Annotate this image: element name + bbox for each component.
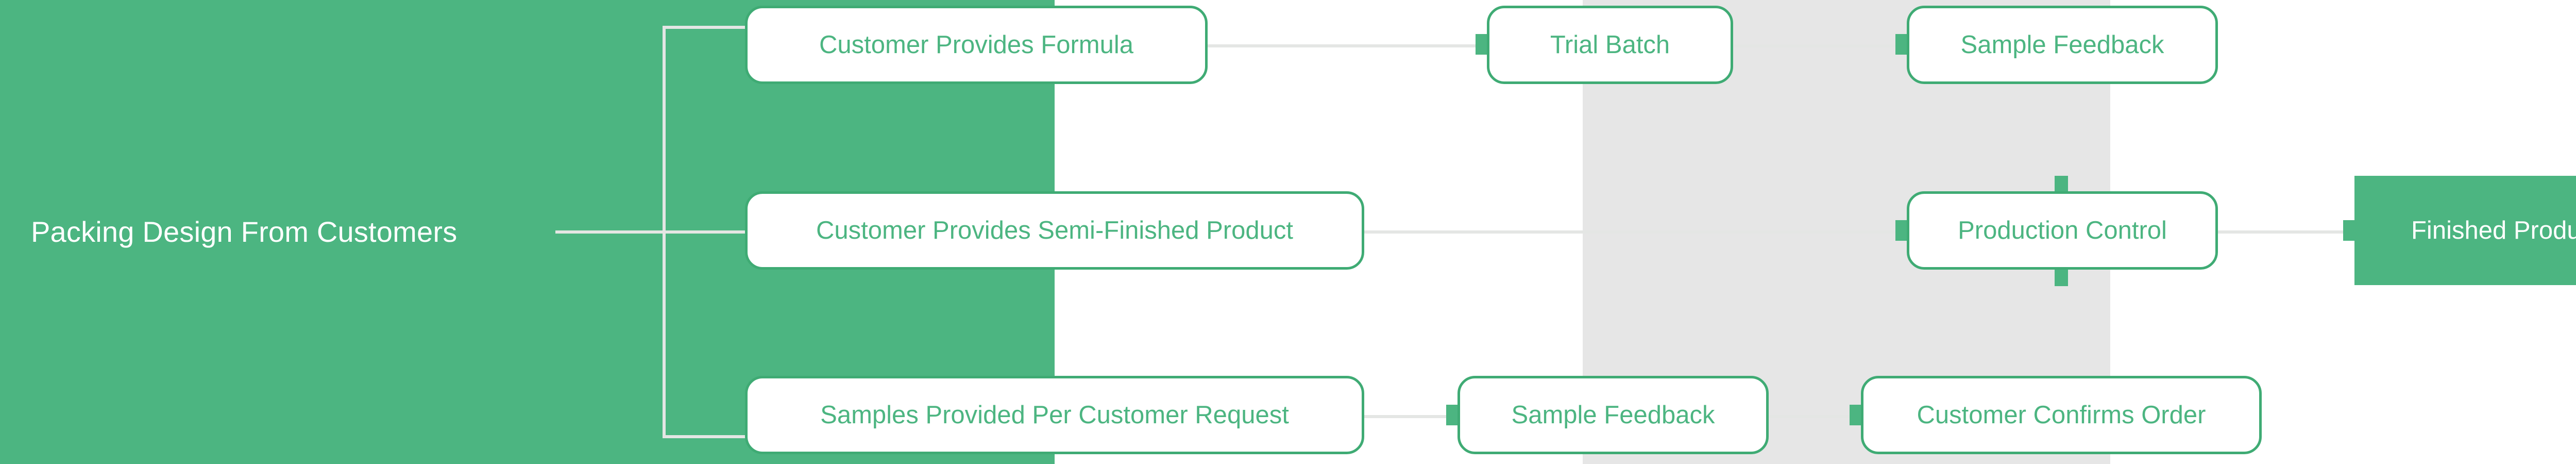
root-node-label[interactable]: Packing Design From Customers (31, 216, 457, 248)
node-finished-product[interactable]: Finished Product (2354, 176, 2576, 285)
edge-bracket-arm-bottom (663, 435, 750, 438)
node-label: Customer Provides Semi-Finished Product (816, 217, 1293, 244)
node-label: Trial Batch (1550, 31, 1670, 59)
edge-formula-to-trial-batch (1206, 44, 1486, 47)
edge-sample-feedback-to-confirms-order (1764, 415, 1862, 418)
node-customer-confirms-order[interactable]: Customer Confirms Order (1861, 376, 2262, 454)
node-label: Sample Feedback (1511, 401, 1715, 429)
node-label: Samples Provided Per Customer Request (820, 401, 1289, 429)
edge-root-trunk (555, 230, 665, 234)
node-label: Sample Feedback (1960, 31, 2164, 59)
node-production-control[interactable]: Production Control (1907, 191, 2218, 270)
edge-bracket-arm-top (663, 26, 750, 29)
port-production-control-top[interactable] (2055, 176, 2068, 193)
edge-samples-to-sample-feedback (1362, 415, 1460, 418)
edge-semifinished-to-production-control (1362, 230, 1907, 234)
node-sample-feedback-bottom[interactable]: Sample Feedback (1458, 376, 1769, 454)
edge-production-control-to-finished-product (2213, 230, 2355, 234)
port-production-control-bottom[interactable] (2055, 269, 2068, 286)
edge-bracket-arm-middle (663, 230, 750, 234)
node-customer-provides-semi-finished-product[interactable]: Customer Provides Semi-Finished Product (745, 191, 1364, 270)
node-trial-batch[interactable]: Trial Batch (1487, 6, 1733, 84)
node-label: Production Control (1958, 217, 2167, 244)
node-sample-feedback-top[interactable]: Sample Feedback (1907, 6, 2218, 84)
node-label: Finished Product (2411, 217, 2576, 244)
node-customer-provides-formula[interactable]: Customer Provides Formula (745, 6, 1208, 84)
edge-trial-batch-to-sample-feedback (1731, 44, 1906, 47)
node-samples-provided-per-customer-request[interactable]: Samples Provided Per Customer Request (745, 376, 1364, 454)
node-label: Customer Confirms Order (1917, 401, 2206, 429)
node-label: Customer Provides Formula (819, 31, 1133, 59)
